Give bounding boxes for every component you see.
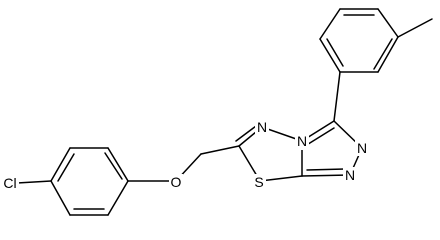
bond-tolyl-5 <box>319 8 341 40</box>
atom-o: O <box>169 174 183 190</box>
atom-cl: Cl <box>1 175 19 191</box>
bond-thiadiazole-4 <box>259 175 303 182</box>
bond-phenyl-3-inner <box>57 153 75 182</box>
atom-n-triazole-lower-label: N <box>345 167 355 183</box>
atom-n-triazole-upper-label: N <box>357 140 367 156</box>
bond-triazole-1-inner <box>304 127 335 147</box>
bond-phenyl-1-inner <box>104 152 123 180</box>
bond-tolyl-2 <box>377 36 399 73</box>
atom-s: S <box>252 174 266 190</box>
atom-n-bridge: N <box>295 133 309 150</box>
bond-phenyl-cl <box>16 180 52 184</box>
atom-o-label: O <box>171 174 182 190</box>
bond-phenyl-1 <box>107 147 129 182</box>
atom-n-thiadiazole-label: N <box>257 119 267 135</box>
atom-n-triazole-upper: N <box>355 140 369 156</box>
bond-lines <box>16 8 433 216</box>
bond-tolyl-2-inner <box>373 38 393 70</box>
atom-n-thiadiazole: N <box>255 119 269 135</box>
atom-labels: Cl O S N N N N <box>1 119 369 191</box>
bond-tolyl-1 <box>377 8 399 38</box>
atom-s-label: S <box>254 174 263 190</box>
atom-n-triazole-lower: N <box>343 167 357 183</box>
bond-triazole-4-inner <box>306 168 346 171</box>
bond-phenyl-3 <box>50 147 71 182</box>
bond-phenyl-4 <box>50 180 71 216</box>
bond-tolyl-4 <box>319 38 341 73</box>
atom-cl-label: Cl <box>3 175 16 191</box>
chemical-structure: Cl O S N N N N <box>1 8 433 216</box>
bond-methyl <box>397 18 433 38</box>
bond-tolyl-triazole <box>333 71 341 122</box>
bond-tolyl-4-inner <box>326 38 344 67</box>
bond-thiadiazole-2-inner <box>235 125 257 142</box>
bond-triazole-4 <box>301 174 351 177</box>
atom-n-bridge-label: N <box>297 133 307 149</box>
bond-ring-ch2 <box>200 145 240 155</box>
bond-phenyl-6 <box>107 180 129 216</box>
